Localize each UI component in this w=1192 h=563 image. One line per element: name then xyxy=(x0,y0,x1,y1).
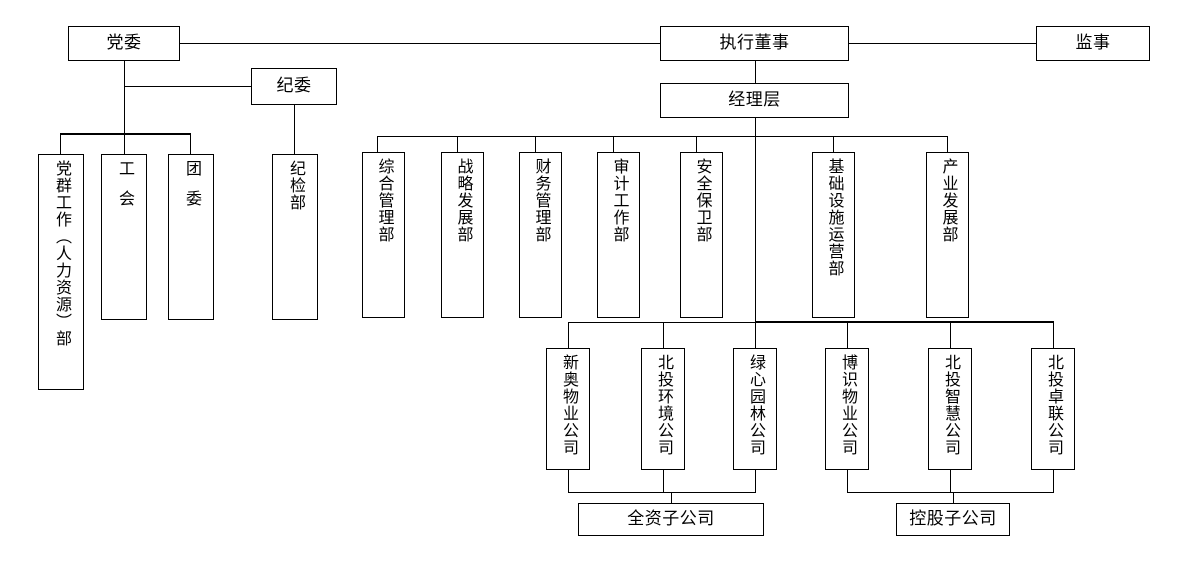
subsidiary-box[interactable]: 博识物业公司 xyxy=(825,348,869,470)
connector-holding-to-label xyxy=(953,492,954,503)
group-label-holding[interactable]: 控股子公司 xyxy=(896,503,1010,536)
connector-subsidiary-drop-2 xyxy=(663,322,664,348)
connector-department-bus xyxy=(377,136,947,137)
connector-wholly-riser-3 xyxy=(755,470,756,492)
connector-director-to-management xyxy=(755,60,756,83)
connector-subsidiary-drop-5 xyxy=(950,322,951,348)
department-box[interactable]: 审计工作部 xyxy=(597,152,640,318)
group-label-wholly-owned-text: 全资子公司 xyxy=(627,509,715,529)
subsidiary-label: 博识物业公司 xyxy=(839,354,856,456)
subsidiary-box[interactable]: 北投环境公司 xyxy=(641,348,685,470)
connector-department-drop-7 xyxy=(947,136,948,152)
department-label: 财务管理部 xyxy=(532,158,550,243)
department-label: 综合管理部 xyxy=(375,158,393,243)
connector-department-drop-4 xyxy=(613,136,614,152)
node-supervisor[interactable]: 监事 xyxy=(1036,26,1150,61)
connector-wholly-to-label xyxy=(671,492,672,503)
node-youth-league[interactable]: 团委 xyxy=(168,154,214,320)
node-discipline-committee[interactable]: 纪委 xyxy=(251,68,337,105)
node-labor-union[interactable]: 工会 xyxy=(101,154,147,320)
subsidiary-box[interactable]: 绿心园林公司 xyxy=(733,348,777,470)
department-box[interactable]: 战略发展部 xyxy=(441,152,484,318)
connector-party-child-1-drop xyxy=(60,133,61,154)
subsidiary-box[interactable]: 北投卓联公司 xyxy=(1031,348,1075,470)
department-box[interactable]: 综合管理部 xyxy=(362,152,405,318)
connector-party-child-3-drop xyxy=(190,133,191,154)
connector-wholly-riser-2 xyxy=(663,470,664,492)
connector-department-drop-6 xyxy=(833,136,834,152)
connector-discipline-to-inspection xyxy=(294,105,295,154)
connector-holding-riser-2 xyxy=(950,470,951,492)
connector-wholly-collector xyxy=(568,492,756,493)
department-label: 审计工作部 xyxy=(610,158,628,243)
node-discipline-inspection[interactable]: 纪检部 xyxy=(272,154,318,320)
group-label-wholly-owned[interactable]: 全资子公司 xyxy=(578,503,764,536)
connector-subsidiary-bus-left xyxy=(568,322,755,323)
connector-subsidiary-drop-4 xyxy=(847,322,848,348)
node-party-committee[interactable]: 党委 xyxy=(68,26,180,61)
node-supervisor-label: 监事 xyxy=(1075,33,1111,53)
subsidiary-label: 新奥物业公司 xyxy=(560,354,577,456)
node-discipline-committee-label: 纪委 xyxy=(276,76,312,96)
connector-department-drop-1 xyxy=(377,136,378,152)
department-label: 产业发展部 xyxy=(939,158,957,243)
connector-subsidiary-drop-3 xyxy=(755,322,756,348)
department-box[interactable]: 财务管理部 xyxy=(519,152,562,318)
subsidiary-box[interactable]: 新奥物业公司 xyxy=(546,348,590,470)
connector-department-drop-5 xyxy=(696,136,697,152)
subsidiary-label: 北投智慧公司 xyxy=(942,354,959,456)
connector-department-drop-2 xyxy=(457,136,458,152)
subsidiary-label: 绿心园林公司 xyxy=(747,354,764,456)
subsidiary-box[interactable]: 北投智慧公司 xyxy=(928,348,972,470)
connector-party-to-discipline xyxy=(124,86,251,87)
connector-party-child-2-drop xyxy=(124,133,125,154)
connector-subsidiary-bus-right xyxy=(755,321,1054,323)
node-discipline-inspection-label: 纪检部 xyxy=(287,160,304,211)
node-labor-union-label: 工会 xyxy=(116,160,133,220)
connector-party-stem xyxy=(124,60,125,154)
connector-holding-riser-1 xyxy=(847,470,848,492)
connector-department-drop-3 xyxy=(535,136,536,152)
department-label: 基础设施运营部 xyxy=(825,158,843,277)
department-label: 安全保卫部 xyxy=(693,158,711,243)
department-box[interactable]: 产业发展部 xyxy=(926,152,969,318)
department-box[interactable]: 安全保卫部 xyxy=(680,152,723,318)
node-executive-director[interactable]: 执行董事 xyxy=(660,26,849,61)
subsidiary-label: 北投卓联公司 xyxy=(1045,354,1062,456)
node-youth-league-label: 团委 xyxy=(183,160,200,220)
connector-management-stem xyxy=(755,117,756,322)
connector-wholly-riser-1 xyxy=(568,470,569,492)
connector-party-to-director xyxy=(180,43,660,44)
group-label-holding-text: 控股子公司 xyxy=(909,509,997,529)
department-box[interactable]: 基础设施运营部 xyxy=(812,152,855,318)
connector-subsidiary-drop-6 xyxy=(1053,322,1054,348)
node-party-mass-work[interactable]: 党群工作（人力资源）部 xyxy=(38,154,84,390)
department-label: 战略发展部 xyxy=(454,158,472,243)
connector-party-children-bus xyxy=(60,133,190,135)
node-executive-director-label: 执行董事 xyxy=(719,33,790,53)
node-party-mass-work-label: 党群工作（人力资源）部 xyxy=(53,160,70,347)
connector-director-to-supervisor xyxy=(849,43,1036,44)
node-party-committee-label: 党委 xyxy=(106,33,142,53)
node-management-layer-label: 经理层 xyxy=(728,90,781,110)
node-management-layer[interactable]: 经理层 xyxy=(660,83,849,118)
connector-holding-riser-3 xyxy=(1053,470,1054,492)
subsidiary-label: 北投环境公司 xyxy=(655,354,672,456)
connector-subsidiary-drop-1 xyxy=(568,322,569,348)
connector-holding-collector xyxy=(847,492,1054,493)
